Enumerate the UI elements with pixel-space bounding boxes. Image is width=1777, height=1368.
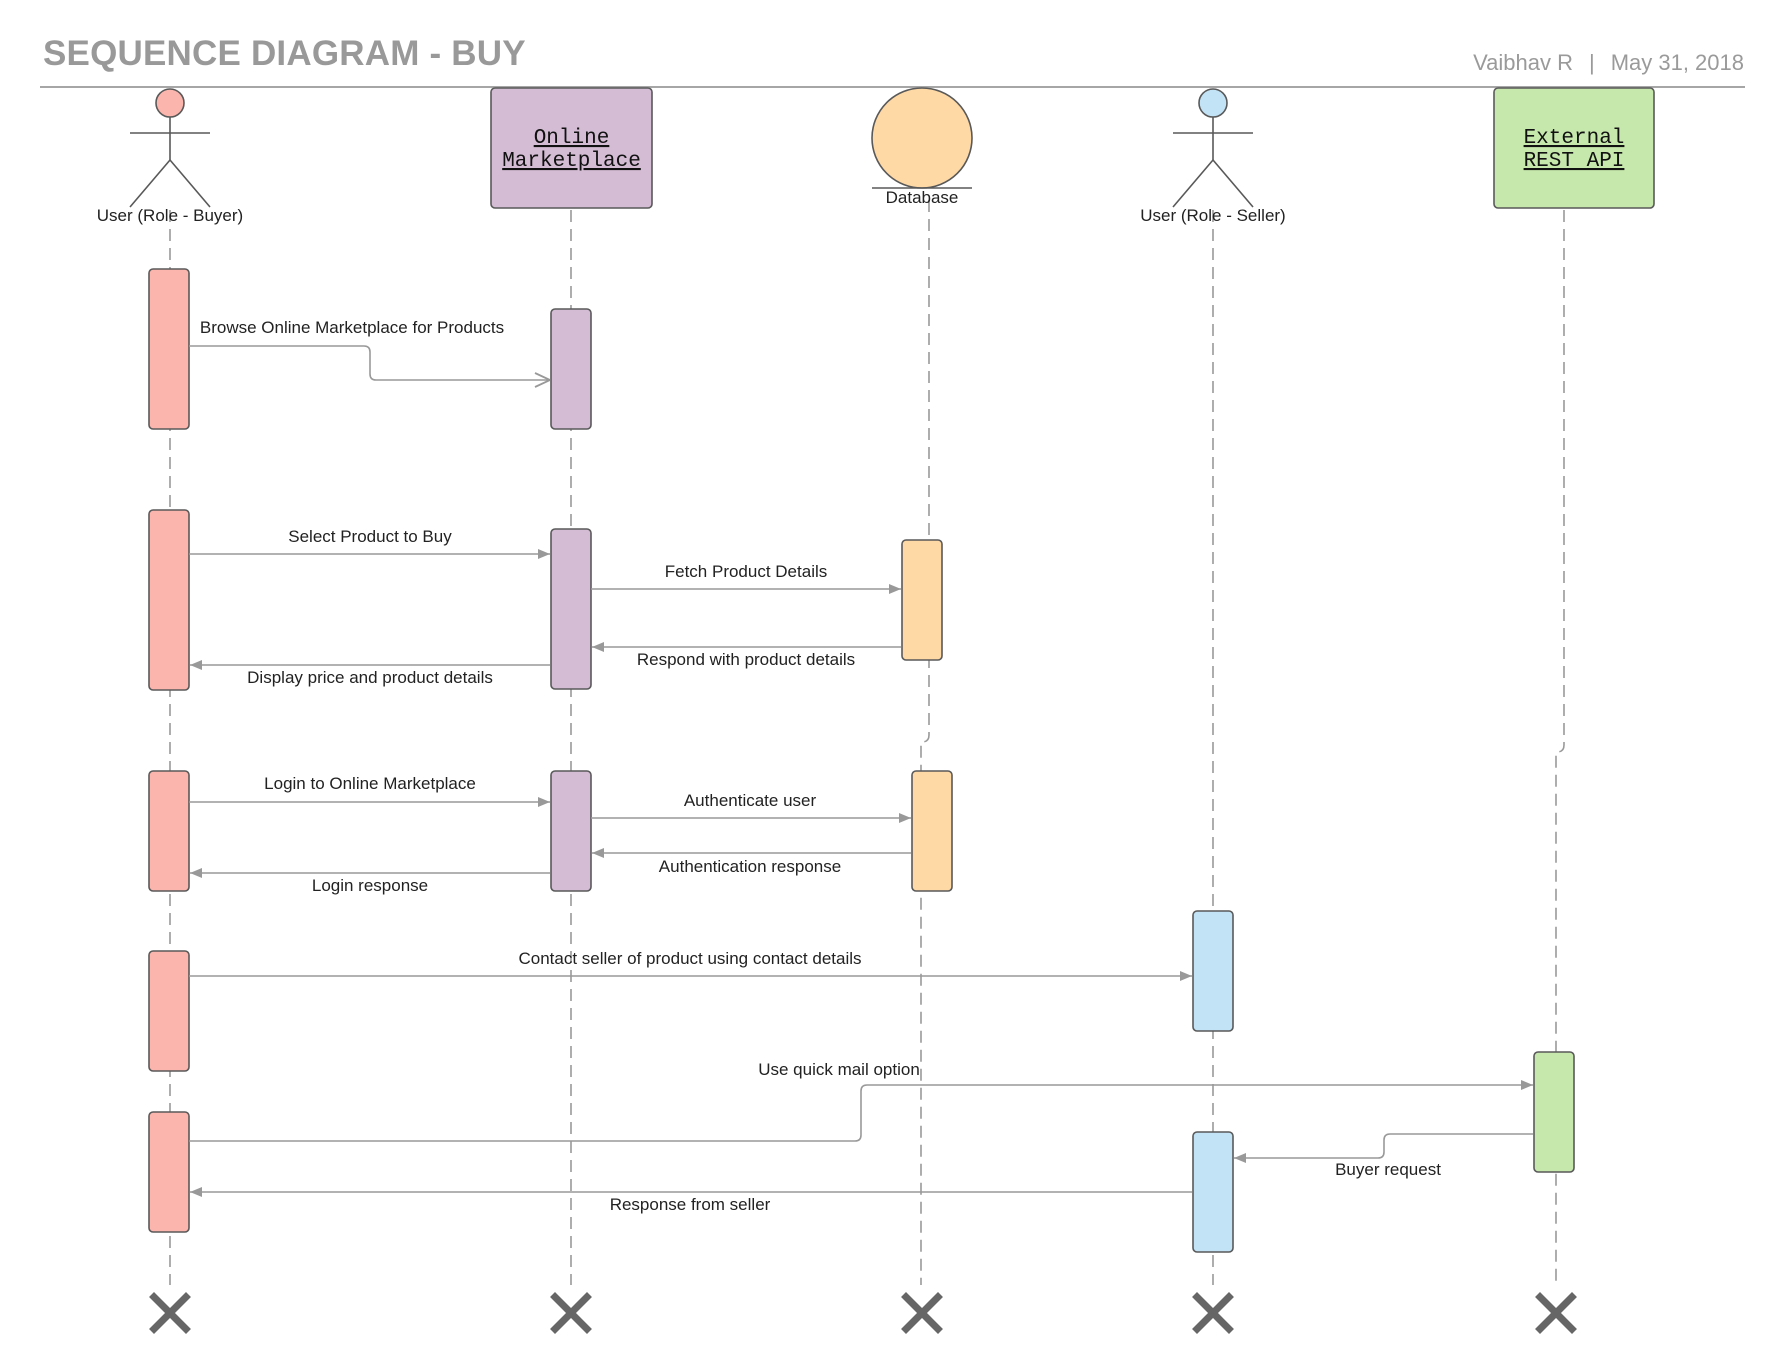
message-arrow-11 <box>189 1080 1533 1142</box>
participant-label-line: Marketplace <box>502 150 641 173</box>
diagram-meta: Vaibhav R | May 31, 2018 <box>1473 50 1744 76</box>
message-label-12: Buyer request <box>1335 1160 1441 1179</box>
message-arrow-12 <box>1234 1133 1533 1163</box>
message-label-5: Display price and product details <box>247 668 493 687</box>
lifeline-api <box>1555 210 1565 1285</box>
message-label-10: Contact seller of product using contact … <box>518 949 861 968</box>
message-label-1: Browse Online Marketplace for Products <box>200 318 504 337</box>
activation-bar-database <box>901 539 943 661</box>
participant-box <box>490 87 653 209</box>
message-label-3: Fetch Product Details <box>665 562 828 581</box>
message-label-6: Login to Online Marketplace <box>264 774 476 793</box>
actor-leg-left <box>1172 159 1214 208</box>
activation-bar-buyer <box>148 509 190 691</box>
actor-label: User (Role - Buyer) <box>97 206 243 225</box>
actor-head <box>1198 88 1228 118</box>
message-label-9: Login response <box>312 876 428 895</box>
activation-bar-marketplace <box>550 770 592 892</box>
activation-bar-marketplace <box>550 308 592 430</box>
activation-bar-marketplace <box>550 528 592 690</box>
message-label-7: Authenticate user <box>684 791 817 810</box>
actor-leg-left <box>129 159 171 208</box>
message-label-13: Response from seller <box>610 1195 771 1214</box>
message-label-8: Authentication response <box>659 857 841 876</box>
actor-label: User (Role - Seller) <box>1140 206 1285 225</box>
actor-leg-right <box>1212 159 1254 208</box>
author-name: Vaibhav R <box>1473 50 1573 75</box>
diagram-title: SEQUENCE DIAGRAM - BUY <box>43 34 526 73</box>
entity-circle <box>871 87 973 189</box>
participant-label-line: REST API <box>1524 150 1625 173</box>
activation-bar-seller <box>1192 1131 1234 1253</box>
activation-bar-buyer <box>148 1111 190 1233</box>
meta-separator: | <box>1588 50 1595 75</box>
entity-label: Database <box>886 188 959 207</box>
destroy-icon-marketplace <box>550 1292 592 1334</box>
activation-bar-buyer <box>148 268 190 430</box>
lifeline-database <box>920 200 930 1285</box>
message-arrow-1 <box>189 345 550 380</box>
destroy-icon-database <box>901 1292 943 1334</box>
activation-bar-database <box>911 770 953 892</box>
activation-bar-buyer <box>148 770 190 892</box>
participant-label-line: External <box>1524 127 1625 150</box>
activation-bar-seller <box>1192 910 1234 1032</box>
participant-label-line: Online <box>534 127 610 150</box>
destroy-icon-seller <box>1192 1292 1234 1334</box>
actor-leg-right <box>169 159 211 208</box>
participant-database: Database <box>871 87 973 207</box>
activation-bar-buyer <box>148 950 190 1072</box>
destroy-icon-buyer <box>149 1292 191 1334</box>
message-label-11: Use quick mail option <box>758 1060 920 1079</box>
message-label-2: Select Product to Buy <box>288 527 452 546</box>
diagram-date: May 31, 2018 <box>1610 50 1744 75</box>
activation-bar-api <box>1533 1051 1575 1173</box>
destroy-icon-api <box>1535 1292 1577 1334</box>
participant-box <box>1493 87 1655 209</box>
actor-head <box>155 88 185 118</box>
participant-seller: User (Role - Seller) <box>1140 88 1286 225</box>
message-label-4: Respond with product details <box>637 650 855 669</box>
participant-buyer: User (Role - Buyer) <box>97 88 243 225</box>
